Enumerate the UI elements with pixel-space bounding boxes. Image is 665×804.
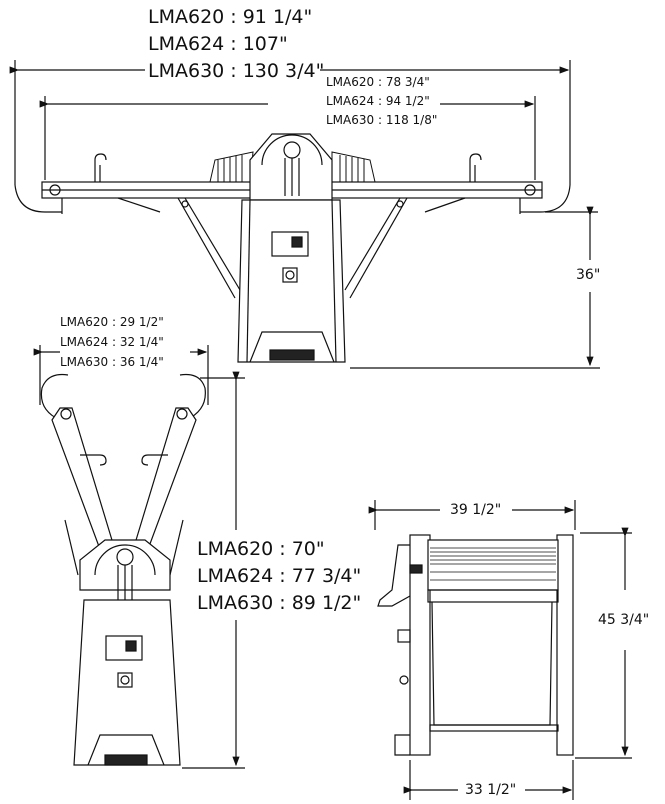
side-top-width-label: 39 1/2" [450,502,502,518]
extended-machine-front-view [9,60,600,369]
folded-height-lma630: LMA630 : 89 1/2" [197,592,362,614]
belt-length-lma620: LMA620 : 78 3/4" [326,75,430,89]
overall-length-lma620: LMA620 : 91 1/4" [148,6,313,28]
belt-length-lma630: LMA630 : 118 1/8" [326,113,438,127]
overall-length-lma624: LMA624 : 107" [148,33,288,55]
side-base-width-label: 33 1/2" [465,782,517,798]
folded-width-lma624: LMA624 : 32 1/4" [60,335,164,349]
folded-height-lma624: LMA624 : 77 3/4" [197,565,362,587]
folded-width-lma630: LMA630 : 36 1/4" [60,355,164,369]
belt-length-lma624: LMA624 : 94 1/2" [326,94,430,108]
folded-machine-front-view [33,345,245,769]
folded-height-lma620: LMA620 : 70" [197,538,325,560]
extended-height-label: 36" [576,267,601,283]
side-view [368,500,632,800]
folded-width-lma620: LMA620 : 29 1/2" [60,315,164,329]
side-height-label: 45 3/4" [598,612,650,628]
overall-length-lma630: LMA630 : 130 3/4" [148,60,325,82]
